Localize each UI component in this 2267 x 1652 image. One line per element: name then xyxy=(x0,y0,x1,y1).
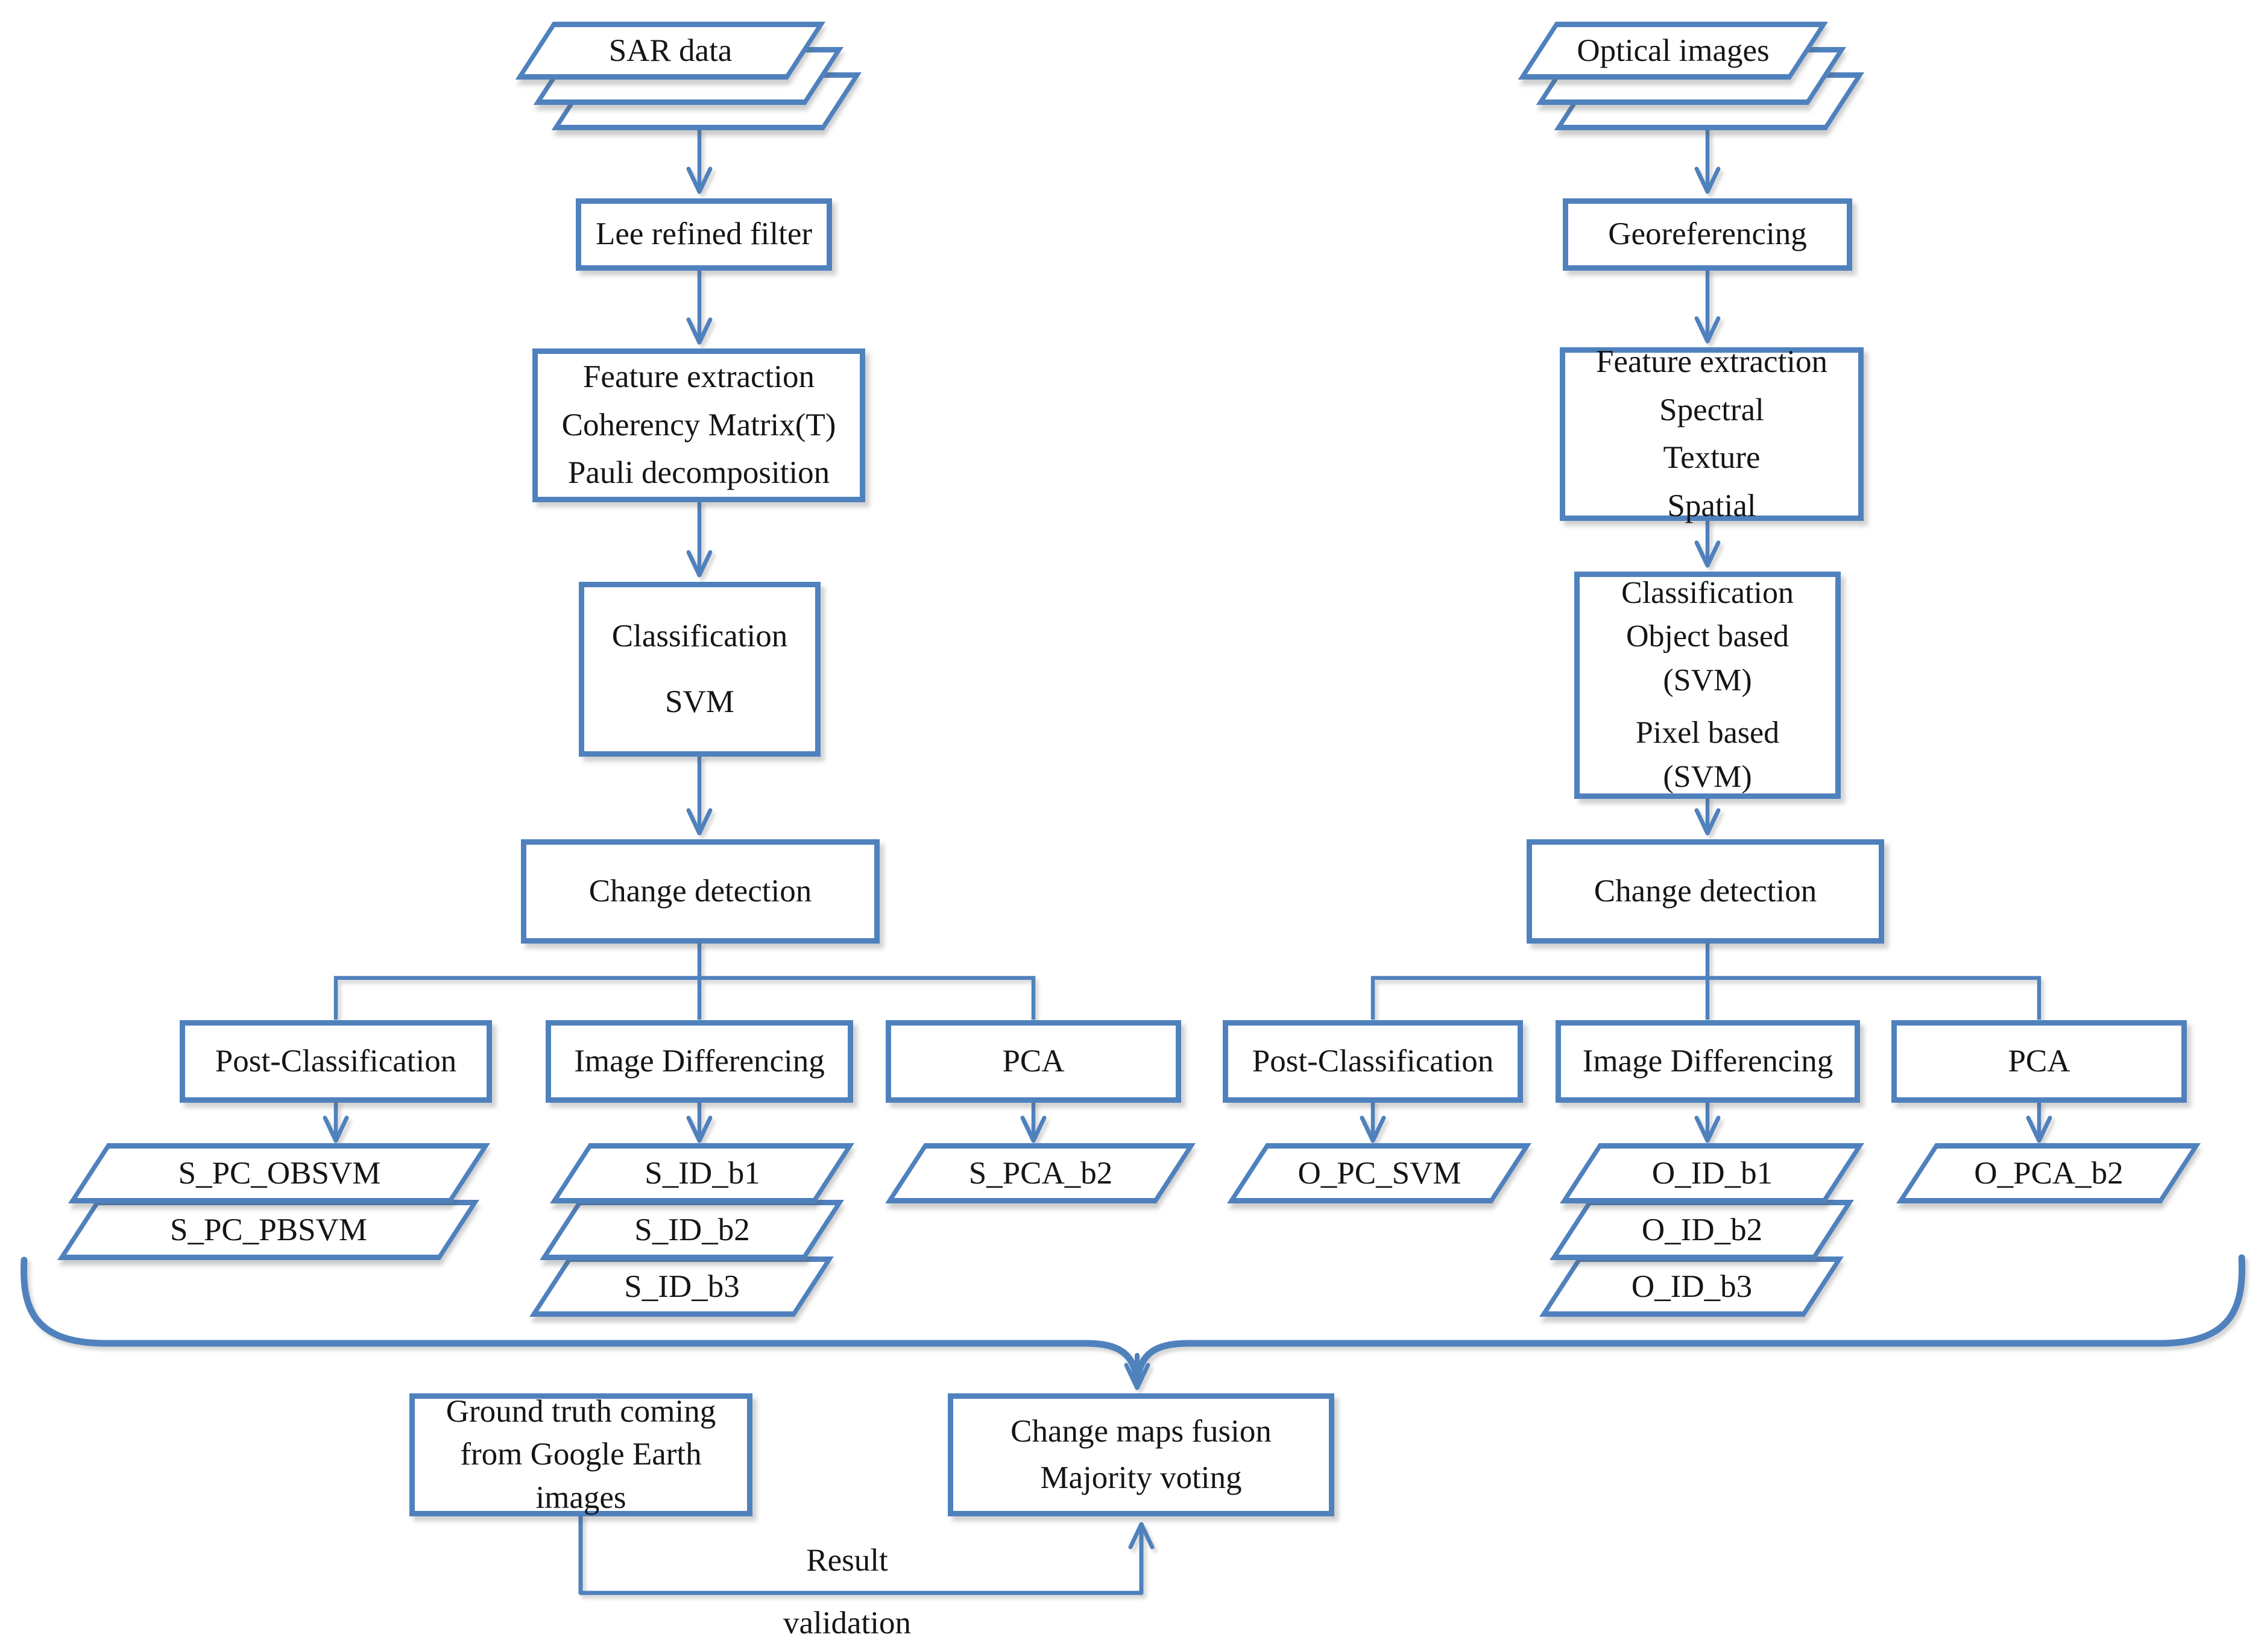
pca-right-label: PCA xyxy=(2008,1043,2070,1079)
feature-extraction-left-line1: Feature extraction xyxy=(582,359,815,395)
feature-extraction-right-line2: Spectral xyxy=(1659,392,1764,427)
change-detection-right-label: Change detection xyxy=(1594,873,1817,909)
result-validation-line1: Result xyxy=(806,1543,888,1578)
ground-truth-line3: images xyxy=(535,1480,626,1515)
classification-left-line2: SVM xyxy=(665,684,734,719)
pca-right-box: PCA xyxy=(1891,1020,2187,1103)
branch-tree-right xyxy=(1370,941,2042,1020)
classification-right-line4: Pixel based xyxy=(1635,715,1780,750)
post-classification-right-label: Post-Classification xyxy=(1252,1043,1494,1079)
post-classification-left-box: Post-Classification xyxy=(180,1020,492,1103)
change-maps-fusion-box: Change maps fusion Majority voting xyxy=(948,1393,1334,1516)
feature-extraction-left-box: Feature extraction Coherency Matrix(T) P… xyxy=(532,348,865,502)
image-differencing-left-box: Image Differencing xyxy=(546,1020,853,1103)
image-differencing-right-box: Image Differencing xyxy=(1556,1020,1860,1103)
s-pc-obsvm-label: S_PC_OBSVM xyxy=(178,1156,381,1191)
branch-tree-left xyxy=(333,941,1036,1020)
fusion-line1: Change maps fusion xyxy=(1011,1414,1272,1449)
ground-truth-line1: Ground truth coming xyxy=(446,1393,716,1429)
change-detection-right-box: Change detection xyxy=(1527,839,1884,944)
validation-connector xyxy=(578,1514,1155,1595)
feature-extraction-left-line3: Pauli decomposition xyxy=(567,455,830,491)
o-id-b1-label: O_ID_b1 xyxy=(1651,1156,1773,1191)
gather-brace-left xyxy=(20,1256,1141,1383)
s-id-b1-label: S_ID_b1 xyxy=(645,1156,760,1191)
image-differencing-left-label: Image Differencing xyxy=(574,1043,825,1079)
s-id-b3-label: S_ID_b3 xyxy=(624,1269,740,1304)
gather-brace-right xyxy=(1134,1254,2245,1383)
post-classification-right-box: Post-Classification xyxy=(1223,1020,1523,1103)
ground-truth-line2: from Google Earth xyxy=(460,1437,702,1472)
ground-truth-box: Ground truth coming from Google Earth im… xyxy=(409,1393,752,1516)
pca-left-label: PCA xyxy=(1002,1043,1065,1079)
lee-refined-filter-box: Lee refined filter xyxy=(576,198,832,271)
o-id-b3-label: O_ID_b3 xyxy=(1631,1269,1753,1304)
optical-images-label: Optical images xyxy=(1577,33,1770,68)
sar-data-label: SAR data xyxy=(608,33,733,68)
classification-left-box: Classification SVM xyxy=(579,582,821,757)
feature-extraction-right-line4: Spatial xyxy=(1667,488,1756,523)
post-classification-left-label: Post-Classification xyxy=(215,1043,457,1079)
s-pca-b2-label: S_PCA_b2 xyxy=(968,1156,1113,1191)
result-validation-line2: validation xyxy=(783,1606,911,1641)
lee-refined-filter-label: Lee refined filter xyxy=(596,216,812,252)
georeferencing-box: Georeferencing xyxy=(1563,198,1852,271)
change-detection-left-label: Change detection xyxy=(588,873,812,909)
pca-left-box: PCA xyxy=(886,1020,1181,1103)
classification-right-line5: (SVM) xyxy=(1663,759,1752,794)
image-differencing-right-label: Image Differencing xyxy=(1582,1043,1833,1079)
feature-extraction-right-box: Feature extraction Spectral Texture Spat… xyxy=(1560,344,1864,523)
georeferencing-label: Georeferencing xyxy=(1608,216,1807,252)
classification-right-line1: Classification xyxy=(1621,575,1794,610)
o-pca-b2-label: O_PCA_b2 xyxy=(1974,1156,2124,1191)
s-id-b2-label: S_ID_b2 xyxy=(634,1212,750,1247)
classification-right-line2: Object based xyxy=(1625,619,1789,654)
classification-left-line1: Classification xyxy=(611,618,788,654)
classification-right-line3: (SVM) xyxy=(1663,663,1752,698)
classification-right-box: Classification Object based (SVM) Pixel … xyxy=(1574,572,1841,799)
change-detection-left-box: Change detection xyxy=(521,839,880,944)
feature-extraction-left-line2: Coherency Matrix(T) xyxy=(561,407,836,443)
o-pc-svm-label: O_PC_SVM xyxy=(1297,1156,1461,1191)
s-pc-pbsvm-label: S_PC_PBSVM xyxy=(169,1212,367,1247)
feature-extraction-right-line3: Texture xyxy=(1663,440,1761,475)
feature-extraction-right-line1: Feature extraction xyxy=(1595,344,1828,379)
fusion-line2: Majority voting xyxy=(1040,1460,1242,1495)
o-id-b2-label: O_ID_b2 xyxy=(1641,1212,1763,1247)
